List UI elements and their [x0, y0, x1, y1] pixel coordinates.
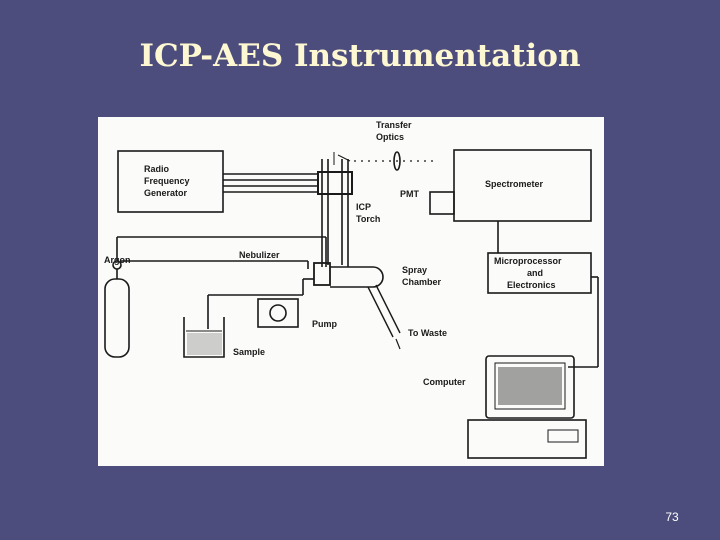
rf-generator-box	[117, 150, 224, 213]
spectrometer-box	[453, 149, 592, 222]
pmt-box	[429, 191, 455, 215]
microprocessor-box	[487, 252, 592, 294]
argon-cylinder	[104, 278, 130, 358]
torch-coil	[317, 171, 353, 195]
computer-base	[467, 419, 587, 459]
label-rf-generator-1: Radio	[144, 164, 170, 174]
label-microprocessor-1: Microprocessor	[494, 256, 562, 266]
page-number: 73	[665, 510, 679, 524]
label-microprocessor-2: and	[527, 268, 543, 278]
label-rf-generator-2: Frequency	[144, 176, 190, 186]
label-pmt: PMT	[400, 189, 420, 199]
sample-beaker	[183, 317, 225, 358]
label-pump: Pump	[312, 319, 338, 329]
label-spectrometer: Spectrometer	[485, 179, 544, 189]
label-spray-chamber-2: Chamber	[402, 277, 442, 287]
label-to-waste: To Waste	[408, 328, 447, 338]
computer-monitor	[485, 355, 575, 419]
label-rf-generator-3: Generator	[144, 188, 188, 198]
slide-title: ICP-AES Instrumentation	[139, 38, 581, 74]
label-icp-torch-2: Torch	[356, 214, 380, 224]
label-sample: Sample	[233, 347, 265, 357]
label-computer: Computer	[423, 377, 466, 387]
label-microprocessor-3: Electronics	[507, 280, 556, 290]
label-icp-torch-1: ICP	[356, 202, 371, 212]
label-spray-chamber-1: Spray	[402, 265, 427, 275]
label-transfer-optics-1: Transfer	[376, 120, 412, 130]
label-argon: Argon	[104, 255, 131, 265]
pump-box	[257, 298, 299, 328]
label-transfer-optics-2: Optics	[376, 132, 404, 142]
label-nebulizer: Nebulizer	[239, 250, 280, 260]
nebulizer	[313, 262, 331, 286]
icp-aes-diagram: Radio Frequency Generator Transfer Optic…	[98, 117, 604, 466]
transfer-optics-lens	[393, 151, 401, 171]
spray-chamber	[330, 266, 384, 288]
